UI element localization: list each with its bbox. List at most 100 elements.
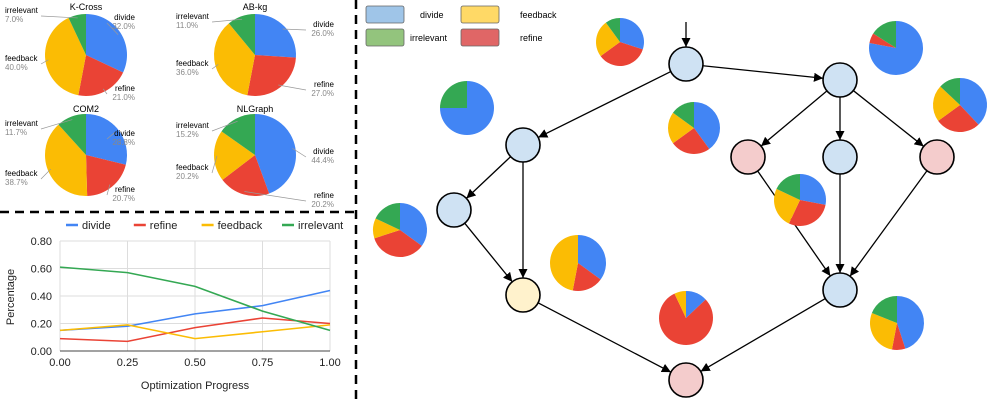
graph-legend-swatch-refine — [460, 28, 500, 47]
pie-slice — [222, 155, 270, 196]
pie-slice — [213, 23, 255, 96]
y-tick-label: 0.20 — [31, 319, 52, 331]
graph-node-divide — [822, 62, 858, 98]
mini-pie-n10 — [658, 291, 714, 345]
pie-slice — [400, 203, 427, 246]
series-line-refine — [59, 317, 331, 343]
leader-line — [40, 119, 73, 130]
graph-legend-label-irrelevant: irrelevant — [410, 33, 448, 43]
pie-chart-k-cross: K-Crossdivide32.0%refine21.0%feedback40.… — [5, 2, 136, 102]
graph-node-divide — [505, 127, 541, 163]
graph-legend-label-refine: refine — [520, 33, 543, 43]
graph-edge — [537, 302, 672, 373]
pie-slice — [605, 18, 620, 42]
series-line-divide — [59, 289, 331, 332]
pie-slices — [45, 114, 127, 196]
mini-pie-n1 — [596, 18, 644, 66]
pie-title: K-Cross — [70, 2, 103, 12]
x-tick-label: 0.75 — [252, 357, 273, 369]
slice-percent: 26.0% — [311, 29, 334, 38]
graph-edges — [464, 22, 928, 373]
y-axis-label: Percentage — [5, 269, 17, 325]
pie-slice — [788, 200, 826, 227]
slice-percent: 28.8% — [112, 138, 135, 147]
pie-slice — [68, 14, 86, 55]
pie-slice — [374, 230, 422, 257]
mini-pie-n9 — [869, 296, 925, 350]
slice-label: divide — [114, 129, 135, 138]
graph-legend-swatch-divide — [365, 5, 405, 24]
pie-slice — [897, 296, 925, 349]
slice-percent: 32.0% — [112, 22, 135, 31]
pie-slice — [869, 313, 897, 350]
line-chart-series — [59, 266, 331, 343]
dataset-pie-charts: K-Crossdivide32.0%refine21.0%feedback40.… — [5, 2, 335, 209]
leader-line — [40, 15, 78, 19]
graph-legend-swatch-feedback — [460, 5, 500, 24]
graph-node-refine — [919, 139, 955, 175]
leader-line — [106, 184, 111, 196]
graph-edge — [700, 298, 826, 372]
slice-label: divide — [313, 20, 334, 29]
legend-label-feedback: feedback — [218, 220, 263, 232]
pie-slice — [373, 218, 400, 239]
mini-pie-n6 — [933, 78, 987, 132]
graph-nodes — [436, 46, 955, 398]
graph-edge — [849, 170, 928, 277]
slice-percent: 21.0% — [112, 93, 135, 102]
pie-title: COM2 — [73, 104, 99, 114]
pie-slice — [86, 114, 127, 165]
slice-percent: 11.7% — [5, 128, 27, 137]
pie-chart-com2: COM2divide28.8%refine20.7%feedback38.7%i… — [5, 104, 136, 203]
pie-slice — [572, 263, 601, 291]
pie-slice — [255, 14, 296, 58]
mini-pie-n3 — [440, 81, 494, 135]
legend-label-divide: divide — [82, 220, 111, 232]
graph-node-refine — [730, 139, 766, 175]
pie-chart-nlgraph: NLGraphdivide44.4%refine20.2%feedback20.… — [176, 104, 335, 209]
slice-percent: 7.0% — [5, 15, 23, 24]
slice-label: irrelevant — [5, 119, 39, 128]
x-tick-label: 0.50 — [184, 357, 205, 369]
pie-slice — [578, 235, 606, 280]
slice-percent: 40.0% — [5, 63, 28, 72]
pie-slice — [938, 105, 979, 132]
pie-slice — [44, 17, 86, 96]
x-tick-label: 1.00 — [319, 357, 340, 369]
x-tick-label: 0.25 — [117, 357, 138, 369]
pie-slice — [596, 22, 620, 57]
leader-line — [278, 84, 307, 91]
slice-percent: 38.7% — [5, 178, 28, 187]
legend-label-refine: refine — [150, 220, 178, 232]
y-tick-label: 0.40 — [31, 291, 52, 303]
leader-line — [282, 28, 307, 31]
mini-pie-n4 — [774, 174, 826, 227]
pie-slice — [440, 81, 467, 108]
line-chart-grid — [59, 240, 331, 352]
pie-slices — [44, 14, 127, 97]
slice-label: irrelevant — [5, 6, 39, 15]
series-line-feedback — [59, 324, 331, 340]
slice-percent: 27.0% — [311, 89, 334, 98]
pie-slice — [800, 174, 826, 205]
graph-edge — [465, 156, 512, 199]
pie-slice — [228, 14, 255, 55]
slice-label: feedback — [5, 169, 38, 178]
slice-percent: 20.2% — [311, 200, 334, 209]
slice-percent: 44.4% — [311, 156, 334, 165]
pie-slice — [58, 114, 86, 155]
slice-label: divide — [114, 13, 135, 22]
leader-line — [211, 64, 219, 70]
pie-slice — [933, 86, 960, 121]
slice-percent: 15.2% — [176, 130, 199, 139]
pie-slice — [940, 78, 960, 105]
slice-label: feedback — [176, 59, 209, 68]
slice-percent: 20.2% — [176, 172, 199, 181]
pie-slice — [686, 291, 706, 318]
graph-node-divide — [822, 139, 858, 175]
